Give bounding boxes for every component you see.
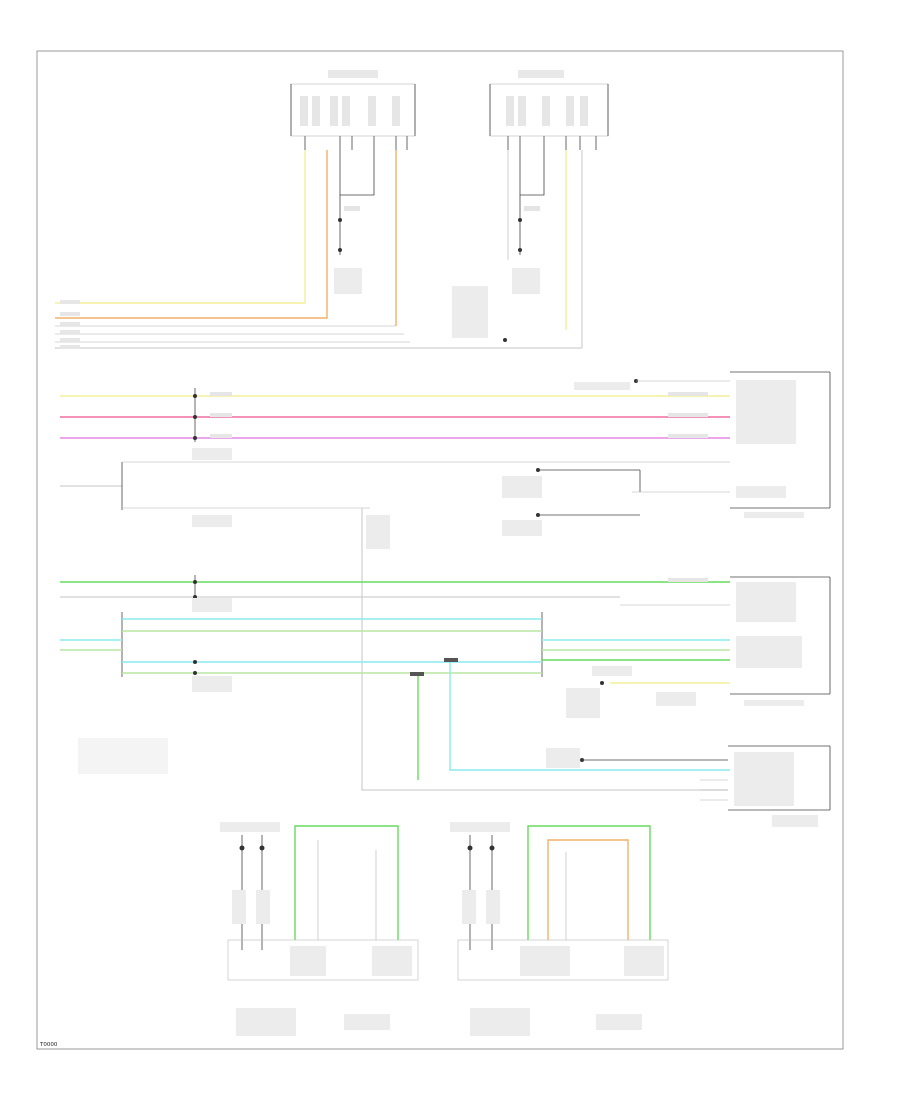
- legend-note: [78, 738, 168, 774]
- top-left-harness: [55, 300, 582, 349]
- bottom-module-right: [450, 822, 669, 1036]
- wire-yellow-top-left: [55, 150, 306, 304]
- trailer-connector: [546, 745, 831, 827]
- wire-cyan-vertical: [449, 662, 730, 771]
- top-pin-stubs: [304, 136, 597, 150]
- top-ground-circuits: [334, 150, 545, 342]
- left-tail-lamp-connector: [730, 576, 831, 706]
- wire-orange-top-left: [55, 150, 328, 319]
- connector-block-right-top: [489, 70, 609, 137]
- bus-splice-lower: [193, 575, 708, 602]
- connector-block-left-top: [290, 70, 416, 137]
- figure-id: T0000: [39, 1042, 58, 1048]
- right-tail-lamp-connector: [730, 371, 831, 518]
- bus-splice-upper: [193, 379, 730, 442]
- diagram-frame: [36, 50, 844, 1050]
- bottom-module-left: [220, 822, 419, 1036]
- ground-section-upper: [60, 448, 730, 536]
- cyan-pair-block: [60, 598, 730, 692]
- center-module-line: [361, 508, 728, 791]
